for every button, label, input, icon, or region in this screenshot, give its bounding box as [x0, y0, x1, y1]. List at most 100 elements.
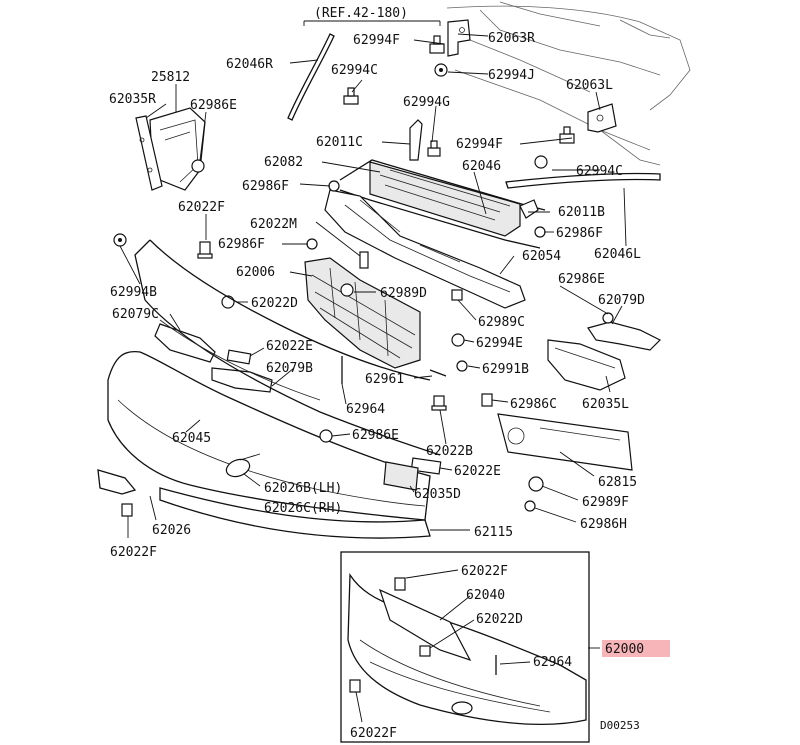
leader-lines: [119, 33, 627, 723]
label-62994G: 62994G: [403, 95, 450, 110]
upper-grille-62046: [339, 159, 546, 249]
reference-bracket: (REF.42-180): [303, 6, 441, 26]
clip-62986E-b: [602, 312, 614, 324]
assembly-inset: [340, 551, 590, 743]
label-62994J: 62994J: [488, 68, 535, 83]
clip-62986C: [481, 393, 493, 407]
label-62035L: 62035L: [582, 397, 629, 412]
clip-62994C-a: [343, 87, 359, 105]
lip-62115: [159, 487, 431, 539]
clip-62994E: [451, 333, 465, 347]
label-62986F-b: 62986F: [218, 237, 265, 252]
label-62040: 62040: [466, 588, 505, 603]
label-62989D: 62989D: [380, 286, 427, 301]
bracket-62063L: [587, 103, 617, 133]
label-62006: 62006: [236, 265, 275, 280]
clip-62022F-a: [197, 241, 213, 259]
clip-62989F: [528, 476, 544, 492]
bracket-62011B: [519, 199, 539, 219]
label-62000: 62000: [605, 642, 644, 657]
label-62079B: 62079B: [266, 361, 313, 376]
label-62994C-a: 62994C: [331, 63, 378, 78]
label-62022F-b: 62022F: [110, 545, 157, 560]
molding-62046L: [505, 172, 661, 189]
label-62986H: 62986H: [580, 517, 627, 532]
label-62022M: 62022M: [250, 217, 297, 232]
clip-62986E-a: [191, 159, 205, 173]
label-62986E-b: 62986E: [558, 272, 605, 287]
label-62964-a: 62964: [346, 402, 385, 417]
label-62022D: 62022D: [251, 296, 298, 311]
label-62035R: 62035R: [109, 92, 156, 107]
plate-bracket-62815: [497, 413, 633, 471]
label-62026B-LH: 62026B(LH): [264, 481, 342, 496]
label-62986F-a: 62986F: [242, 179, 289, 194]
label-62989F: 62989F: [582, 495, 629, 510]
label-62046L: 62046L: [594, 247, 641, 262]
label-62022F-d: 62022F: [350, 726, 397, 741]
label-62994F-b: 62994F: [456, 137, 503, 152]
labels: 62063R 62994F 62046R 62994C 62994J 25812…: [109, 31, 670, 741]
label-62082: 62082: [264, 155, 303, 170]
label-62986E-a: 62986E: [190, 98, 237, 113]
label-62994C-b: 62994C: [576, 164, 623, 179]
bracket-62079D: [587, 321, 662, 351]
clip-62994C-b: [534, 155, 548, 169]
label-62011C: 62011C: [316, 135, 363, 150]
label-62054: 62054: [522, 249, 561, 264]
bracket-62035L: [547, 339, 626, 391]
clip-62989C: [451, 289, 463, 301]
clip-62989D: [340, 283, 354, 297]
molding-62046R: [287, 33, 335, 121]
label-62994B: 62994B: [110, 285, 157, 300]
clip-62991B: [456, 360, 468, 372]
drawing-code: D00253: [600, 719, 640, 732]
label-25812: 25812: [151, 70, 190, 85]
label-62994F-a: 62994F: [353, 33, 400, 48]
label-62063L: 62063L: [566, 78, 613, 93]
bolt-62994J: [434, 63, 448, 77]
bracket-62035R: [135, 107, 206, 191]
clip-62994B: [113, 233, 127, 247]
label-62046: 62046: [462, 159, 501, 174]
label-62994E: 62994E: [476, 336, 523, 351]
bracket-62011C: [409, 119, 423, 161]
beam-62045: [134, 239, 441, 456]
clip-62986E-c: [319, 429, 333, 443]
clip-62022B: [431, 395, 447, 411]
grille-mesh-62006: [304, 257, 421, 369]
clip-62986F-c: [534, 226, 546, 238]
label-62045: 62045: [172, 431, 211, 446]
label-62989C: 62989C: [478, 315, 525, 330]
label-62986E-c: 62986E: [352, 428, 399, 443]
label-62022E-b: 62022E: [454, 464, 501, 479]
label-62026C-RH: 62026C(RH): [264, 501, 342, 516]
label-62815: 62815: [598, 475, 637, 490]
label-62986C: 62986C: [510, 397, 557, 412]
highlight-62000: [602, 640, 670, 657]
grille-frame-62054: [324, 189, 526, 309]
label-62022B: 62022B: [426, 444, 473, 459]
label-62022E-a: 62022E: [266, 339, 313, 354]
body-outline: [446, 1, 691, 166]
reference-label: (REF.42-180): [314, 6, 408, 21]
bolt-62994F-b: [559, 126, 575, 144]
clip-62986F-a: [328, 180, 340, 192]
label-62115: 62115: [474, 525, 513, 540]
label-62079C: 62079C: [112, 307, 159, 322]
clip-62022F-b: [121, 503, 133, 517]
label-62063R: 62063R: [488, 31, 535, 46]
reinforcement-62079B: [211, 367, 273, 393]
label-62022F-a: 62022F: [178, 200, 225, 215]
clip-62986F-b: [306, 238, 318, 250]
seal-62022E-b: [410, 457, 442, 475]
bolt-62994G: [427, 140, 441, 157]
bolt-62994F-a: [429, 35, 445, 54]
clip-62022D: [221, 295, 235, 309]
seal-62022E-a: [226, 349, 252, 365]
bracket-62063R: [447, 19, 471, 57]
label-62991B: 62991B: [482, 362, 529, 377]
label-62026: 62026: [152, 523, 191, 538]
label-62022D-b: 62022D: [476, 612, 523, 627]
